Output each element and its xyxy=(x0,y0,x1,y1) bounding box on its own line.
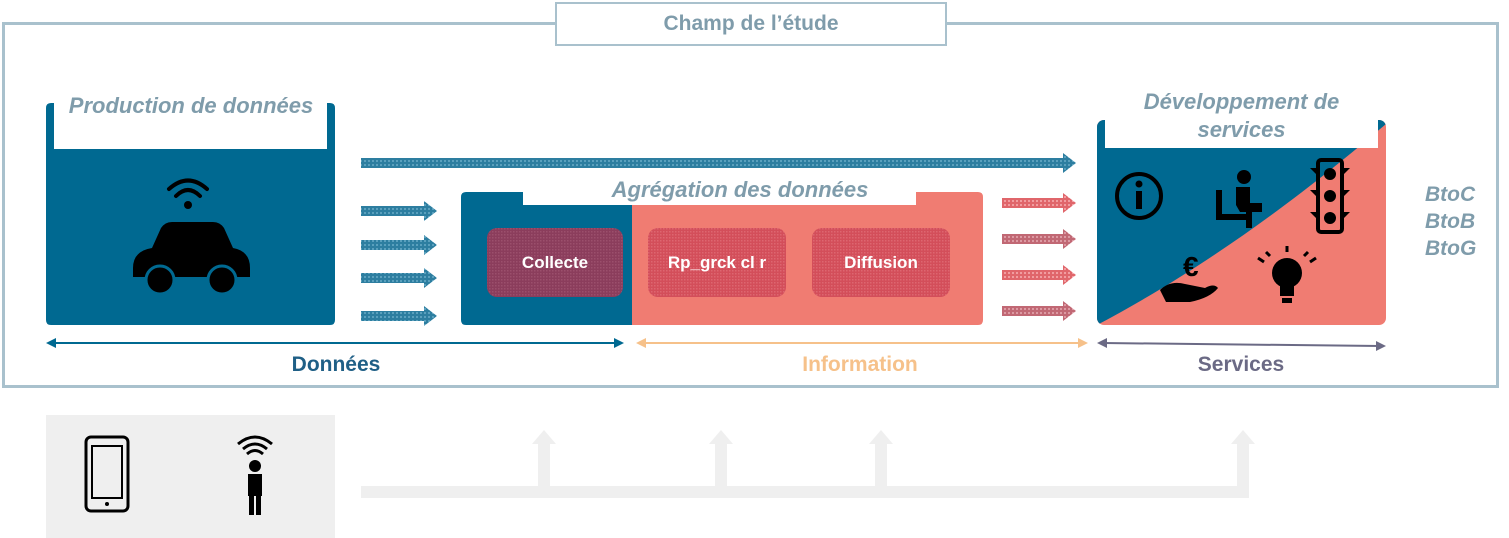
legend-data-label: Données xyxy=(291,353,381,376)
sources-panel xyxy=(46,415,335,538)
faded-arrows xyxy=(361,430,1255,498)
smartphone-icon xyxy=(84,435,130,513)
production-container xyxy=(46,103,335,325)
stakeholder-btoc: BtoC xyxy=(1425,183,1476,206)
study-scope-title: Champ de l’étude xyxy=(555,2,947,46)
traffic-light-icon xyxy=(1310,158,1350,234)
step-collecte: Collecte xyxy=(521,252,589,272)
svg-text:€: € xyxy=(1183,251,1199,282)
connected-car-icon xyxy=(133,178,250,296)
services-notch xyxy=(1105,108,1378,148)
aggregation-caption: Agrégation des données xyxy=(611,177,869,202)
step-processing: Rp_grck cl r xyxy=(667,252,767,272)
stakeholder-list: BtoC BtoB BtoG xyxy=(1425,181,1495,262)
step-processing-bg xyxy=(648,228,786,297)
connected-person-icon xyxy=(237,435,273,515)
legend-information-label: Information xyxy=(802,353,918,376)
step-diffusion: Diffusion xyxy=(844,252,918,272)
production-caption: Production de données xyxy=(68,93,314,118)
legend-data-arrow xyxy=(46,338,624,348)
legend-information-arrow xyxy=(636,338,1088,348)
step-collecte-bg xyxy=(487,228,623,297)
step-diffusion-bg xyxy=(812,228,950,297)
info-icon xyxy=(1115,172,1163,220)
arrows-data-in xyxy=(361,201,437,326)
stakeholder-btog: BtoG xyxy=(1425,237,1477,260)
wheelchair-icon xyxy=(1216,170,1262,228)
arrow-production-to-services xyxy=(361,153,1076,173)
legend-services-arrow xyxy=(1097,338,1386,351)
stakeholder-btob: BtoB xyxy=(1425,210,1476,233)
lightbulb-icon xyxy=(1257,246,1317,303)
legend-services-label: Services xyxy=(1197,353,1285,376)
arrows-information-out xyxy=(1002,193,1076,321)
euro-hand-icon: € xyxy=(1160,251,1218,302)
services-caption: Développement de services xyxy=(1143,89,1340,142)
